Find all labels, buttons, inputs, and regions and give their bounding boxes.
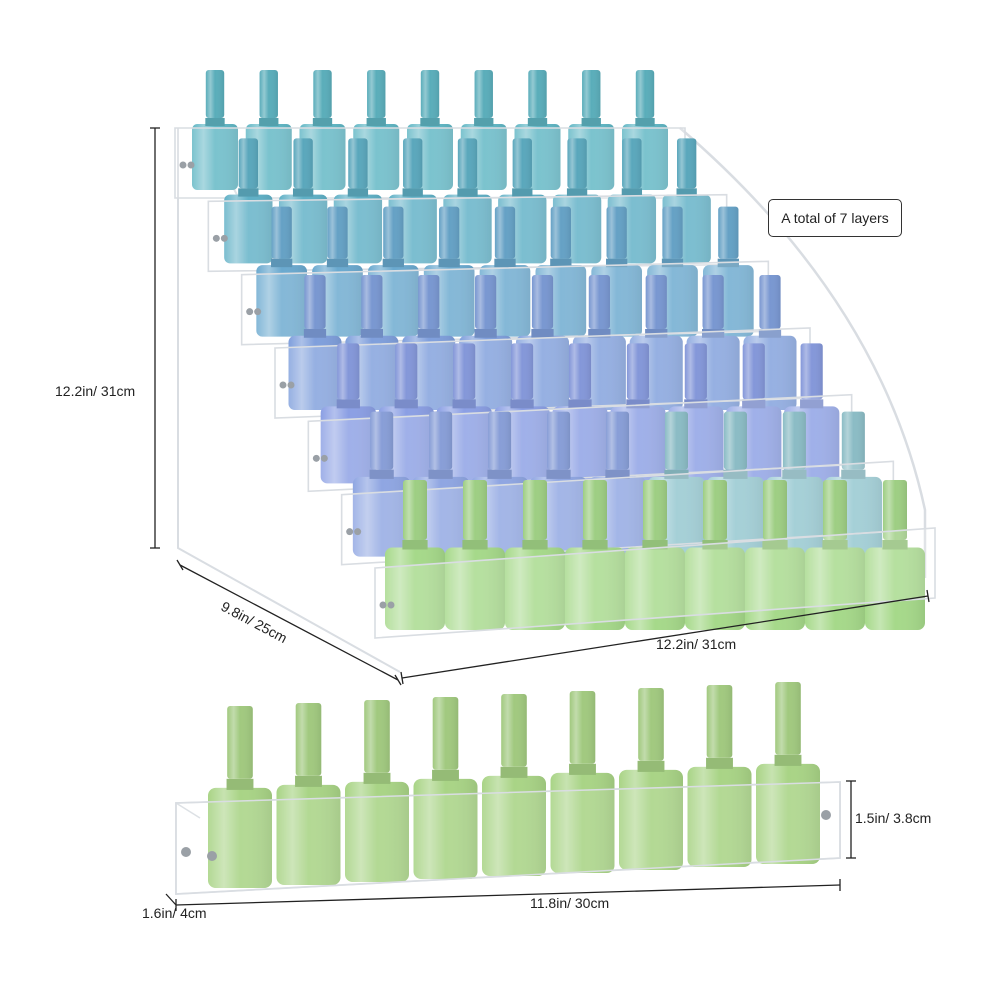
- tier-front-panel: [374, 527, 936, 639]
- screw: [279, 381, 287, 389]
- screw: [821, 810, 831, 820]
- nail-polish-bottle: [256, 206, 307, 337]
- single-rack-edge: [175, 802, 201, 819]
- rack-tier: [374, 480, 936, 639]
- nail-polish-bottle: [865, 480, 925, 630]
- screw: [254, 308, 262, 316]
- nail-polish-bottle: [276, 703, 341, 885]
- nail-polish-bottle: [192, 70, 238, 190]
- single-depth-dimension-line: [165, 893, 177, 906]
- nail-polish-bottle: [345, 700, 409, 882]
- screw: [312, 454, 320, 462]
- nail-polish-bottle: [685, 480, 745, 630]
- screw: [354, 528, 362, 536]
- width-label: 12.2in/ 31cm: [656, 636, 737, 652]
- single-width-dimension-line: [175, 884, 841, 906]
- width-dimension-line: [401, 595, 929, 679]
- nail-polish-bottle: [445, 480, 505, 630]
- single-width-label: 11.8in/ 30cm: [530, 895, 610, 911]
- nail-polish-bottle: [625, 480, 685, 630]
- nail-polish-bottle: [385, 480, 445, 630]
- side-panel-right: [679, 127, 927, 578]
- nail-polish-bottle: [745, 480, 805, 630]
- nail-polish-bottle: [352, 411, 411, 557]
- nail-polish-bottle: [224, 138, 273, 264]
- screw: [346, 528, 354, 536]
- screw: [287, 381, 295, 389]
- screw: [246, 308, 254, 316]
- nail-polish-bottle: [288, 275, 342, 410]
- single-height-label: 1.5in/ 3.8cm: [855, 810, 932, 826]
- depth-dimension-line: [179, 564, 399, 681]
- nail-polish-bottle: [565, 480, 625, 630]
- screw: [379, 601, 387, 609]
- single-rack-glass: [175, 781, 841, 895]
- screw: [207, 851, 217, 861]
- nail-polish-bottle: [550, 691, 615, 873]
- screw: [179, 161, 187, 169]
- nail-polish-bottle: [413, 697, 478, 879]
- height-label: 12.2in/ 31cm: [55, 383, 136, 399]
- dimension-lines: [150, 127, 930, 911]
- nail-polish-bottle: [482, 694, 546, 876]
- screw: [181, 847, 191, 857]
- nail-polish-bottle: [619, 688, 683, 870]
- nail-polish-bottle: [756, 682, 820, 864]
- layers-callout-text: A total of 7 layers: [781, 210, 889, 226]
- layers-callout: A total of 7 layers: [768, 199, 902, 237]
- screw: [220, 234, 228, 242]
- single-depth-label: 1.6in/ 4cm: [142, 905, 207, 921]
- screw: [187, 161, 195, 169]
- screw: [320, 454, 328, 462]
- nail-polish-bottle: [320, 343, 376, 484]
- nail-polish-bottle: [805, 480, 865, 630]
- nail-polish-bottle: [687, 685, 752, 867]
- screw: [212, 234, 220, 242]
- nail-polish-bottle: [208, 706, 272, 888]
- nail-polish-bottle: [505, 480, 565, 630]
- side-panel-left: [177, 128, 401, 673]
- screw: [387, 601, 395, 609]
